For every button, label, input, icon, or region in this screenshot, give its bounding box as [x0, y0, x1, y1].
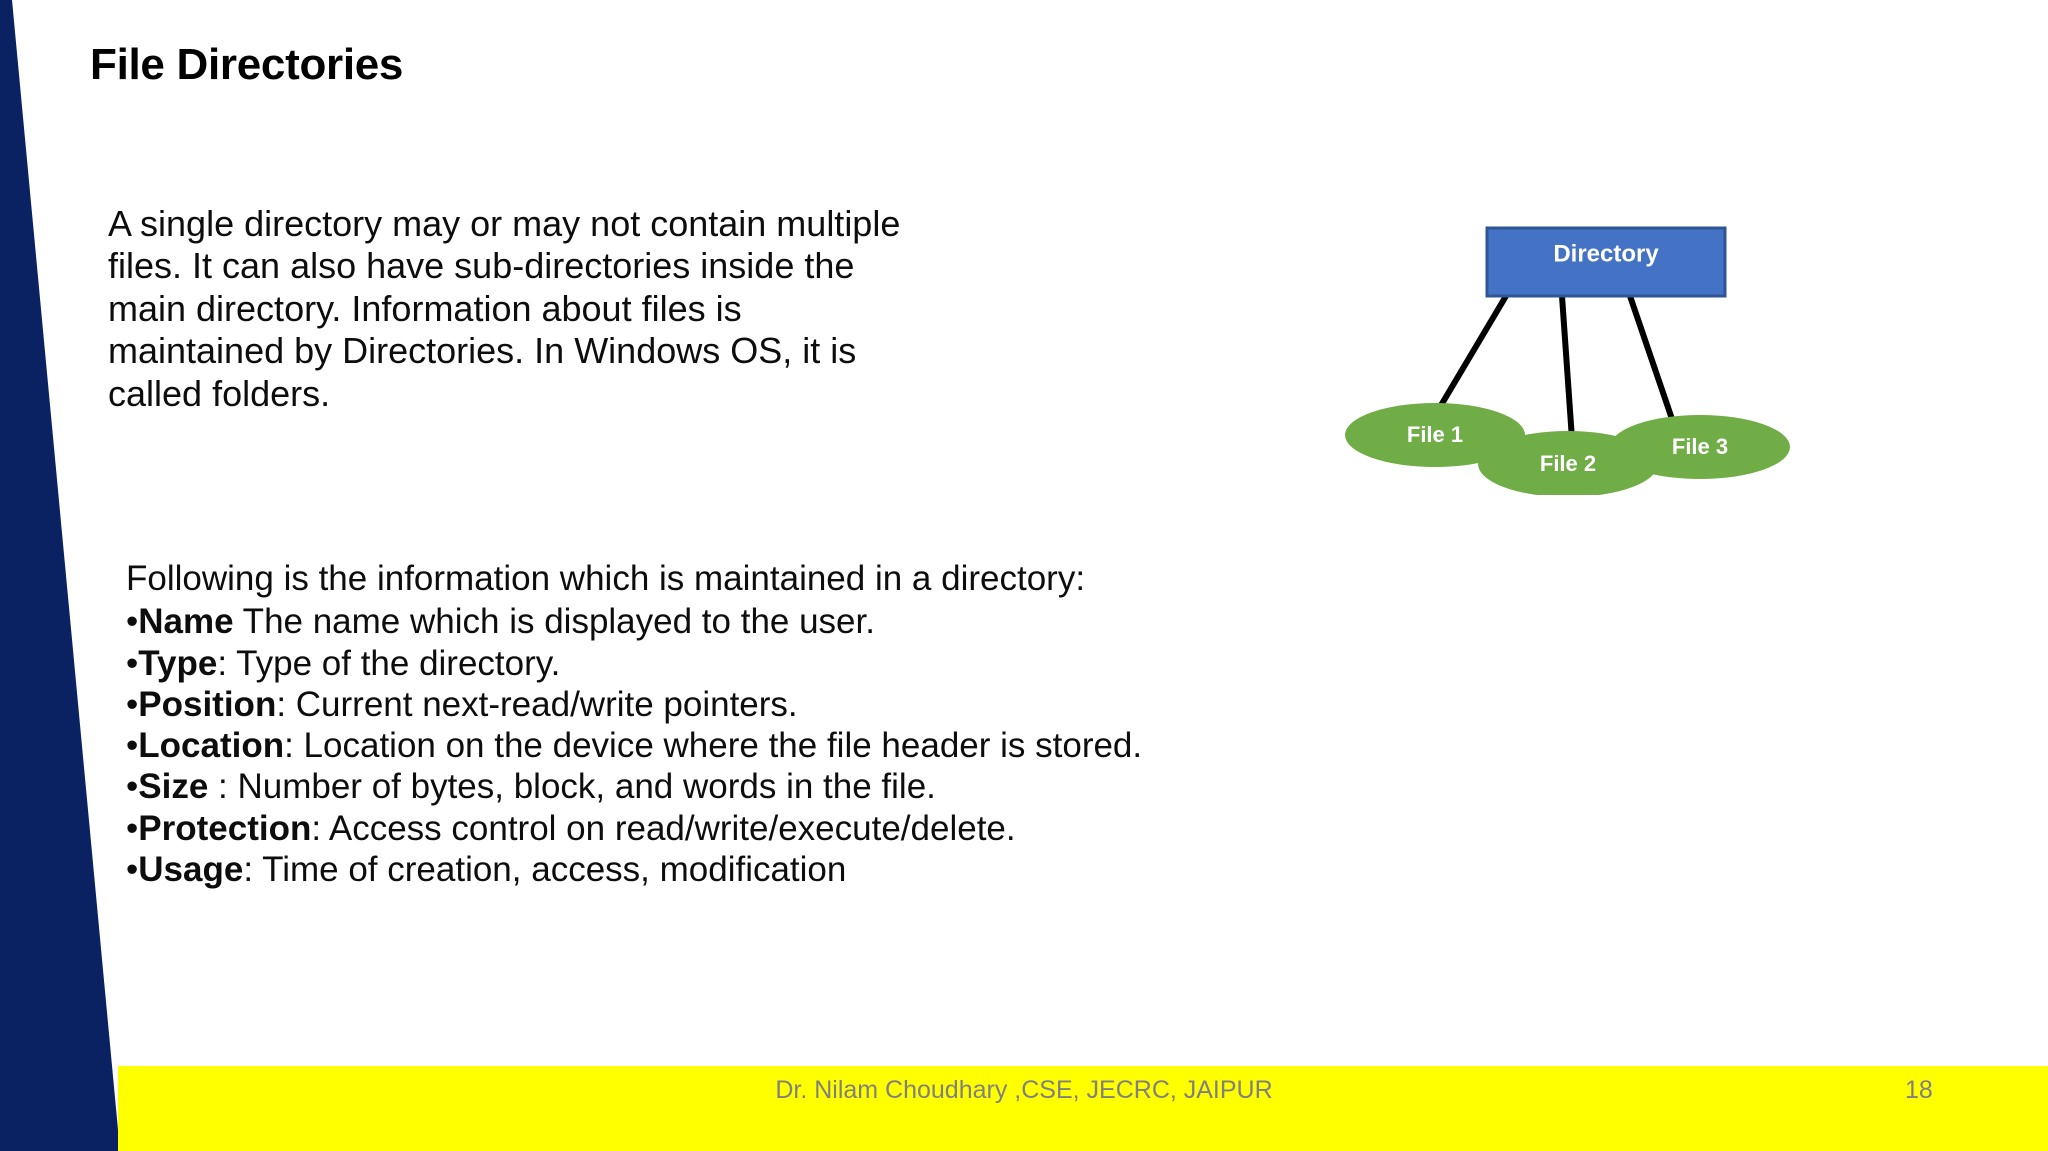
bullet-glyph: • [126, 767, 139, 807]
connector-line-file-1 [1437, 293, 1509, 410]
intro-paragraph: A single directory may or may not contai… [108, 203, 1113, 415]
list-item-term: Protection [138, 808, 312, 848]
list-item-description: : Location on the device where the file … [284, 726, 1143, 766]
list-item-term: Type [138, 643, 218, 683]
connector-line-file-3 [1627, 293, 1675, 422]
directory-node-label: Directory [1553, 240, 1659, 267]
intro-line-5: called folders. [108, 372, 331, 414]
intro-line-4: maintained by Directories. In Windows OS… [108, 330, 857, 372]
list-item-description: : Time of creation, access, modification [243, 850, 847, 890]
directory-node-box [1485, 226, 1727, 298]
bullet-glyph: • [126, 602, 139, 642]
list-item: •Type: Type of the directory. [126, 643, 1826, 684]
list-item-term: Name [138, 602, 234, 642]
connector-line-file-2 [1559, 293, 1575, 442]
directory-attribute-list: •Name The name which is displayed to the… [126, 601, 1826, 890]
navy-wedge-shape [0, 0, 120, 1151]
info-lead-text: Following is the information which is ma… [126, 559, 1086, 598]
file-3-node-label: File 3 [1672, 434, 1728, 459]
bullet-glyph: • [126, 726, 139, 766]
directory-info-block: Following is the information which is ma… [126, 558, 1826, 890]
list-item-description: : Number of bytes, block, and words in t… [208, 767, 936, 807]
intro-line-1: A single directory may or may not contai… [108, 203, 901, 244]
file-3-node-ellipse [1610, 415, 1790, 479]
list-item-term: Location [138, 726, 285, 766]
file-1-node-ellipse [1345, 403, 1525, 467]
bullet-glyph: • [126, 684, 139, 724]
list-item-term: Position [138, 684, 277, 724]
list-item: •Usage: Time of creation, access, modifi… [126, 849, 1826, 890]
footer-bar [118, 1066, 2048, 1151]
page-title: File Directories [90, 40, 404, 89]
list-item-description: : Current next-read/write pointers. [276, 684, 798, 724]
intro-line-2: files. It can also have sub-directories … [108, 245, 855, 287]
list-item: •Protection: Access control on read/writ… [126, 808, 1826, 849]
list-item: •Location: Location on the device where … [126, 725, 1826, 766]
list-item-description: : Type of the directory. [217, 643, 561, 683]
list-item: •Size : Number of bytes, block, and word… [126, 766, 1826, 807]
list-item-description: The name which is displayed to the user. [233, 602, 875, 642]
list-item-term: Usage [138, 850, 244, 890]
file-2-node-label: File 2 [1540, 451, 1596, 476]
bullet-glyph: • [126, 808, 139, 848]
list-item: •Name The name which is displayed to the… [126, 601, 1826, 642]
list-item-term: Size [138, 767, 209, 807]
intro-line-3: main directory. Information about files … [108, 287, 742, 329]
list-item-description: : Access control on read/write/execute/d… [311, 808, 1016, 848]
file-1-node-label: File 1 [1407, 422, 1463, 447]
bullet-glyph: • [126, 643, 139, 683]
directory-tree-diagram: Directory File 1 File 2 File 3 [1300, 195, 1920, 495]
footer-page-number: 18 [1905, 1076, 1933, 1104]
left-navy-wedge-decoration [0, 0, 140, 1151]
list-item: •Position: Current next-read/write point… [126, 684, 1826, 725]
bullet-glyph: • [126, 850, 139, 890]
